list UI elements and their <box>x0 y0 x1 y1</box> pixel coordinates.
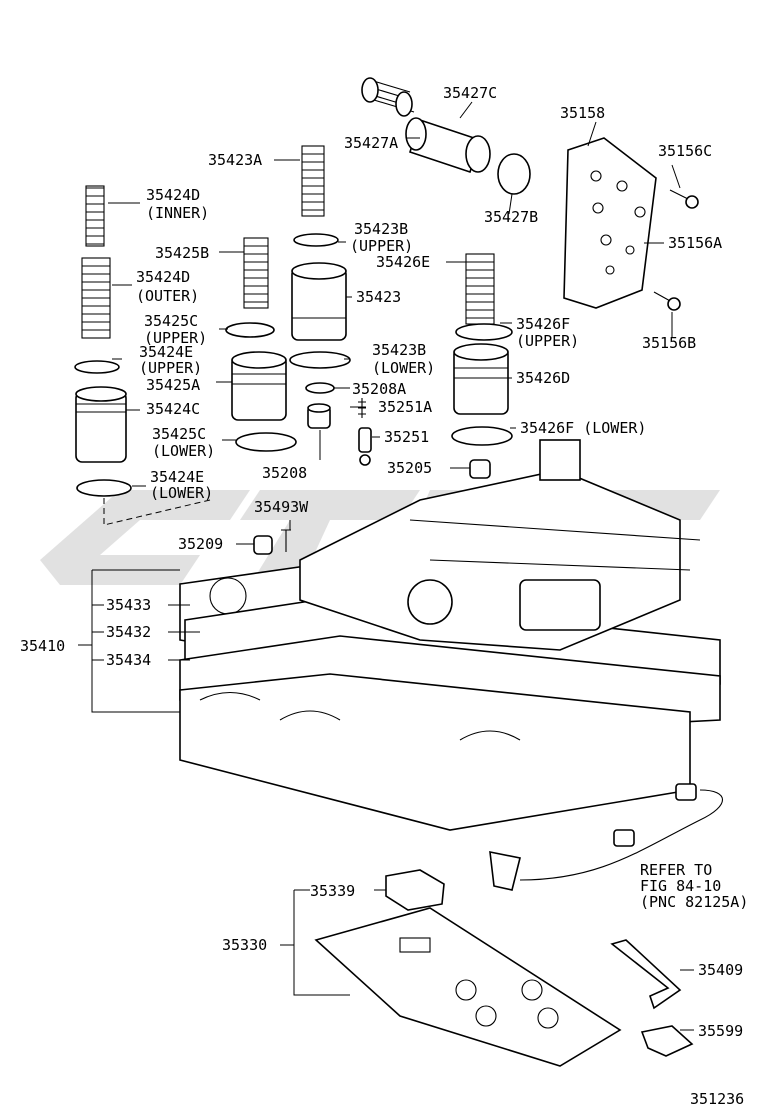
label-35424c: 35424C <box>146 400 200 418</box>
spring-35426e <box>465 253 495 325</box>
label-35426e: 35426E <box>376 253 430 271</box>
disc-35427b <box>497 153 531 195</box>
plug-35208 <box>307 403 331 429</box>
label-upper-4: (UPPER) <box>139 359 202 377</box>
piston-35425a <box>231 351 287 421</box>
plug-35209 <box>253 535 273 555</box>
label-refer-1: REFER TO <box>640 861 712 879</box>
label-upper-2: (UPPER) <box>144 329 207 347</box>
label-inner: (INNER) <box>146 204 209 222</box>
ring-35423b-upper <box>293 233 339 247</box>
label-35205: 35205 <box>387 459 432 477</box>
spring-35427a <box>361 77 415 117</box>
spring-35424d-inner <box>85 185 105 247</box>
label-refer-3: (PNC 82125A) <box>640 893 748 911</box>
ring-35426f-upper <box>455 323 513 341</box>
ring-35425c-upper <box>225 322 275 338</box>
label-35599: 35599 <box>698 1022 743 1040</box>
valve-35251 <box>358 427 372 466</box>
plug-35205 <box>469 459 491 479</box>
ring-35208a <box>305 382 335 394</box>
label-35433: 35433 <box>106 596 151 614</box>
label-35424e-upper: 35424E <box>139 343 193 361</box>
spring-35424d-outer <box>81 257 111 339</box>
plate-35158 <box>563 137 657 309</box>
bolt-35493w <box>281 529 291 552</box>
label-35156a: 35156A <box>668 234 722 252</box>
label-35156c: 35156C <box>658 142 712 160</box>
label-35330: 35330 <box>222 936 267 954</box>
label-upper-1: (UPPER) <box>350 237 413 255</box>
label-35423a: 35423A <box>208 151 262 169</box>
ring-35426f-lower <box>451 426 513 446</box>
ring-35425c-lower <box>235 432 297 452</box>
gasket-35339 <box>385 869 445 911</box>
label-35426d: 35426D <box>516 369 570 387</box>
strainer-35330 <box>314 907 622 1067</box>
spring-35251a <box>358 398 366 418</box>
piston-35426d <box>453 343 509 415</box>
label-35493w: 35493W <box>254 498 309 516</box>
label-35425b: 35425B <box>155 244 209 262</box>
upper-valve-body <box>299 439 701 651</box>
label-35426f-lower: 35426F (LOWER) <box>520 419 646 437</box>
label-35427b: 35427B <box>484 208 538 226</box>
diagram-code: 351236 <box>690 1090 744 1108</box>
detent-35599 <box>640 1025 694 1057</box>
label-35209: 35209 <box>178 535 223 553</box>
label-35426f-upper: 35426F <box>516 315 570 333</box>
label-35208a: 35208A <box>352 380 406 398</box>
label-35208: 35208 <box>262 464 307 482</box>
label-lower-3: (LOWER) <box>150 484 213 502</box>
label-35423b-upper: 35423B <box>354 220 408 238</box>
ring-35424e-lower <box>76 479 132 497</box>
label-35425a: 35425A <box>146 376 200 394</box>
spring-plate-35409 <box>610 939 682 1010</box>
label-35423b-lower: 35423B <box>372 341 426 359</box>
label-35424d-outer: 35424D <box>136 268 190 286</box>
spring-35423a <box>301 145 325 217</box>
label-lower-2: (LOWER) <box>152 442 215 460</box>
valve-body <box>179 673 691 831</box>
label-35432: 35432 <box>106 623 151 641</box>
label-35423: 35423 <box>356 288 401 306</box>
label-35409: 35409 <box>698 961 743 979</box>
label-35425c-upper: 35425C <box>144 312 198 330</box>
label-35339: 35339 <box>310 882 355 900</box>
ring-35424e-upper <box>74 360 120 374</box>
label-35251: 35251 <box>384 428 429 446</box>
spring-35425b <box>243 237 269 309</box>
label-35425c-lower: 35425C <box>152 425 206 443</box>
ring-35423b-lower <box>289 351 351 369</box>
label-35427c: 35427C <box>443 84 497 102</box>
wire-harness <box>489 783 723 891</box>
label-35158: 35158 <box>560 104 605 122</box>
piston-35423 <box>291 262 347 341</box>
sleeve-35427c <box>405 117 491 174</box>
bolt-35156c <box>669 189 699 209</box>
label-35156b: 35156B <box>642 334 696 352</box>
label-35251a: 35251A <box>378 398 432 416</box>
label-35424e-lower: 35424E <box>150 468 204 486</box>
label-35434: 35434 <box>106 651 151 669</box>
label-35427a: 35427A <box>344 134 398 152</box>
label-outer: (OUTER) <box>136 287 199 305</box>
label-upper-3: (UPPER) <box>516 332 579 350</box>
label-lower-1: (LOWER) <box>372 359 435 377</box>
bolt-35156b <box>653 291 681 311</box>
label-refer-2: FIG 84-10 <box>640 877 721 895</box>
piston-35424c <box>75 386 127 463</box>
label-35424d-inner: 35424D <box>146 186 200 204</box>
leader-lines <box>78 101 694 1031</box>
label-35410: 35410 <box>20 637 65 655</box>
